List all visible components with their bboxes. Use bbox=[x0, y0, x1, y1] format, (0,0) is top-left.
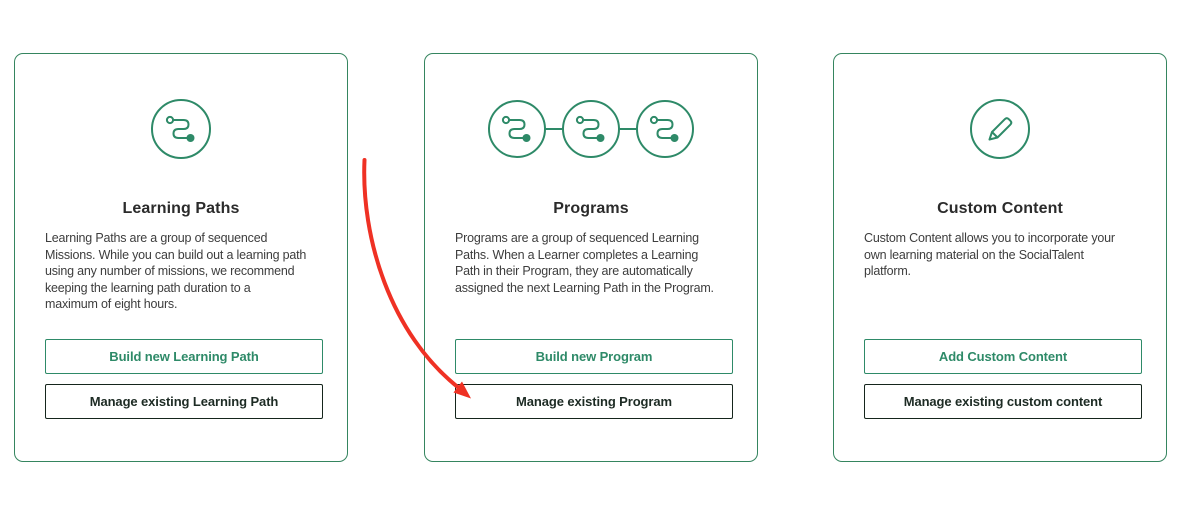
pencil-icon bbox=[834, 98, 1166, 160]
programs-sequence-icon bbox=[425, 98, 757, 160]
build-new-learning-path-button[interactable]: Build new Learning Path bbox=[45, 339, 323, 374]
card-description: Programs are a group of sequenced Learni… bbox=[455, 231, 714, 295]
manage-existing-learning-path-button[interactable]: Manage existing Learning Path bbox=[45, 384, 323, 419]
card-description: Learning Paths are a group of sequenced … bbox=[45, 231, 307, 311]
build-new-program-button[interactable]: Build new Program bbox=[455, 339, 733, 374]
card-description: Custom Content allows you to incorporate… bbox=[864, 231, 1115, 278]
card-title: Custom Content bbox=[937, 200, 1063, 217]
learning-path-icon bbox=[15, 98, 347, 160]
card-custom-content: Custom Content Custom Content allows you… bbox=[833, 53, 1167, 462]
manage-existing-program-button[interactable]: Manage existing Program bbox=[455, 384, 733, 419]
manage-existing-custom-content-button[interactable]: Manage existing custom content bbox=[864, 384, 1142, 419]
add-custom-content-button[interactable]: Add Custom Content bbox=[864, 339, 1142, 374]
card-programs: Programs Programs are a group of sequenc… bbox=[424, 53, 758, 462]
card-title: Programs bbox=[553, 200, 629, 217]
card-title: Learning Paths bbox=[122, 200, 240, 217]
card-learning-paths: Learning Paths Learning Paths are a grou… bbox=[14, 53, 348, 462]
